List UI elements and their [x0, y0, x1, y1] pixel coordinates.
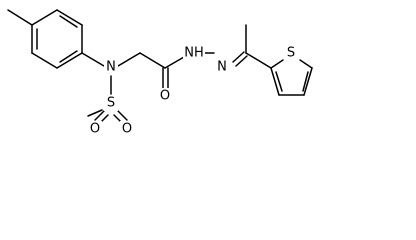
bond-s-o-left-a [94, 110, 105, 121]
bond-ch2-co [139, 52, 166, 69]
bond-thio-5 [270, 59, 284, 69]
bond-ring-5 [56, 9, 83, 26]
atom-o-sulfonyl-right: O [120, 121, 134, 137]
bond-ring-3 [56, 52, 83, 69]
bond-thio-inner-1 [275, 71, 283, 92]
chemical-structure-diagram: N S O O O NH N [7, 9, 313, 137]
atom-n-sulfonamide-label: N [106, 60, 116, 75]
atom-nh-hydrazide: NH [183, 45, 205, 61]
bond-thio-1 [270, 67, 280, 96]
atom-s-thiophene-label: S [287, 46, 295, 61]
bond-thio-4 [299, 59, 313, 69]
bond-methyl-ring [7, 9, 33, 26]
bond-ring-n [81, 52, 105, 67]
atom-o-sulfonyl-right-label: O [122, 122, 132, 137]
atom-n-hydrazone: N [215, 59, 229, 75]
bond-c-thiophene [245, 52, 272, 69]
bond-n-c-b [235, 55, 248, 67]
atom-o-sulfonyl-left: O [88, 121, 102, 137]
atom-o-carbonyl-label: O [160, 89, 170, 104]
bond-ring-inner-3 [59, 15, 78, 28]
atom-s-sulfonyl: S [104, 95, 118, 111]
bond-s-o-right-b [117, 110, 128, 121]
bond-s-methyl [87, 109, 103, 117]
atom-n-sulfonamide: N [104, 59, 118, 75]
bond-n-ch2 [117, 52, 141, 67]
atom-nh-hydrazide-label: NH [184, 46, 204, 61]
bond-co-nh [164, 56, 185, 69]
bond-ring-6 [31, 9, 58, 26]
molecule-drawing: N S O O O NH N [7, 9, 313, 137]
bond-ring-2 [31, 52, 58, 69]
bond-n-c-a [232, 51, 245, 63]
atom-o-carbonyl: O [158, 88, 172, 104]
atom-s-thiophene: S [284, 45, 298, 61]
atom-n-hydrazone-label: N [217, 60, 227, 75]
bond-thio-3 [303, 67, 313, 96]
bonds [7, 9, 313, 125]
bond-ring-inner-2 [59, 50, 78, 63]
atom-o-sulfonyl-left-label: O [90, 122, 100, 137]
atom-labels: N S O O O NH N [88, 45, 298, 137]
atom-s-sulfonyl-label: S [107, 96, 115, 111]
bond-thio-inner-2 [302, 71, 309, 92]
